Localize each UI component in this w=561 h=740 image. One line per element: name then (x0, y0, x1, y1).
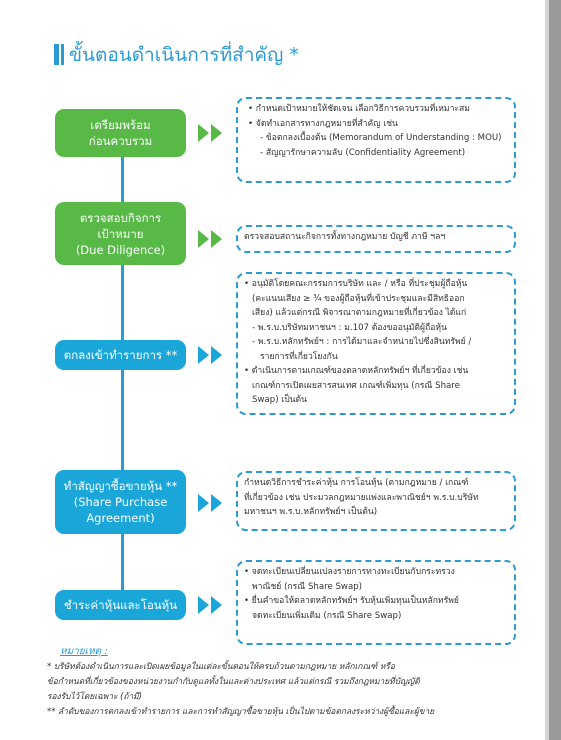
notes-body: * บริษัทต้องดำเนินการและเปิดเผยข้อมูลในแ… (47, 659, 523, 719)
step-label-line: (Due Diligence) (75, 242, 166, 257)
detail-line: - สัญญารักษาความลับ (Confidentiality Agr… (260, 147, 466, 158)
detail-box-payment-transfer: • จดทะเบียนเปลี่ยนแปลงรายการทางทะเบียนกั… (236, 560, 516, 645)
double-arrow-icon (198, 124, 224, 142)
page-edge-shadow (549, 0, 561, 740)
step-share-purchase-agreement: ทำสัญญาซื้อขายหุ้น ** (Share Purchase Ag… (55, 470, 186, 534)
detail-line: รายการที่เกี่ยวโยงกัน (260, 351, 338, 362)
detail-line: • ดำเนินการตามเกณฑ์ของตลาดหลักทรัพย์ฯ ที… (244, 366, 469, 376)
notes-title: หมายเหตุ : (60, 646, 108, 657)
detail-line: ตรวจสอบสถานะกิจการทั้งทางกฎหมาย บัญชี ภา… (244, 232, 446, 242)
detail-box-agree-transaction: • อนุมัติโดยคณะกรรมการบริษัท และ / หรือ … (236, 272, 516, 415)
detail-line: Swap) เป็นต้น (252, 395, 308, 405)
detail-line: ที่เกี่ยวข้อง เช่น ประมวลกฎหมายแพ่งและพา… (244, 492, 479, 503)
step-agree-transaction: ตกลงเข้าทำรายการ ** (55, 340, 186, 370)
double-arrow-icon (198, 346, 224, 364)
double-arrow-icon (198, 494, 224, 512)
step-label-line: เป้าหมาย (97, 226, 144, 241)
detail-line: • จดทะเบียนเปลี่ยนแปลงรายการทางทะเบียนกั… (244, 567, 455, 577)
detail-line: มหาชนฯ พ.ร.บ.หลักทรัพย์ฯ เป็นต้น) (244, 507, 378, 517)
detail-line: - พ.ร.บ.บริษัทมหาชนฯ : ม.107 ต้องขออนุมั… (252, 322, 447, 333)
detail-box-share-purchase: กำหนดวิธีการชำระค่าหุ้น การโอนหุ้น (ตามก… (236, 471, 516, 531)
detail-box-due-diligence: ตรวจสอบสถานะกิจการทั้งทางกฎหมาย บัญชี ภา… (236, 225, 516, 253)
note-line: ** ลำดับของการตกลงเข้าทำรายการ และการทำส… (47, 706, 435, 716)
step-label-line: ตรวจสอบกิจการ (79, 210, 162, 225)
step-label-line: Agreement) (86, 511, 155, 525)
detail-line: พาณิชย์ (กรณี Share Swap) (252, 581, 363, 592)
step-label-line: ทำสัญญาซื้อขายหุ้น ** (63, 479, 178, 493)
detail-line: เสียง) แล้วแต่กรณี พิจารณาตามกฎหมายที่เก… (252, 308, 467, 318)
detail-line: • กำหนดเป้าหมายให้ชัดเจน เลือกวิธีการควบ… (248, 104, 470, 114)
detail-line: • อนุมัติโดยคณะกรรมการบริษัท และ / หรือ … (244, 279, 468, 289)
detail-line: กำหนดวิธีการชำระค่าหุ้น การโอนหุ้น (ตามก… (244, 478, 469, 488)
detail-box-prepare: • กำหนดเป้าหมายให้ชัดเจน เลือกวิธีการควบ… (236, 97, 516, 183)
note-line: ข้อกำหนดที่เกี่ยวข้องของหน่วยงานกำกับดูแ… (47, 676, 420, 686)
detail-line: - ข้อตกลงเบื้องต้น (Memorandum of Unders… (260, 133, 502, 143)
detail-line: จดทะเบียนเพิ่มเติม (กรณี Share Swap) (252, 610, 402, 621)
page-title: ขั้นตอนดำเนินการที่สำคัญ * (69, 44, 299, 66)
detail-line: • จัดทำเอกสารทางกฎหมายที่สำคัญ เช่น (248, 118, 398, 129)
detail-line: (คะแนนเสียง ≥ ¾ ของผู้ถือหุ้นที่เข้าประช… (252, 293, 465, 304)
step-label-line: (Share Purchase (73, 495, 168, 509)
detail-line: เกณฑ์การเปิดเผยสารสนเทศ เกณฑ์เพิ่มทุน (ก… (252, 380, 460, 391)
step-label-line: ตกลงเข้าทำรายการ ** (63, 348, 178, 362)
title-marker-thin (61, 44, 64, 65)
double-arrow-icon (198, 596, 224, 614)
step-label-line: ก่อนควบรวม (88, 134, 153, 148)
step-label-line: เตรียมพร้อม (90, 118, 151, 132)
detail-line: - พ.ร.บ.หลักทรัพย์ฯ : การได้มาและจำหน่าย… (252, 337, 472, 347)
double-arrow-icon (198, 230, 224, 248)
step-label-line: ชำระค่าหุ้นและโอนหุ้น (63, 598, 178, 612)
step-due-diligence: ตรวจสอบกิจการ เป้าหมาย (Due Diligence) (55, 202, 186, 265)
title-marker (54, 44, 59, 65)
note-line: * บริษัทต้องดำเนินการและเปิดเผยข้อมูลในแ… (47, 661, 395, 671)
step-prepare: เตรียมพร้อม ก่อนควบรวม (55, 109, 186, 157)
note-line: รองรับไว้โดยเฉพาะ (ถ้ามี) (47, 691, 142, 701)
step-payment-transfer: ชำระค่าหุ้นและโอนหุ้น (55, 590, 186, 620)
detail-line: • ยื่นคำขอให้ตลาดหลักทรัพย์ฯ รับหุ้นเพิ่… (244, 596, 459, 606)
